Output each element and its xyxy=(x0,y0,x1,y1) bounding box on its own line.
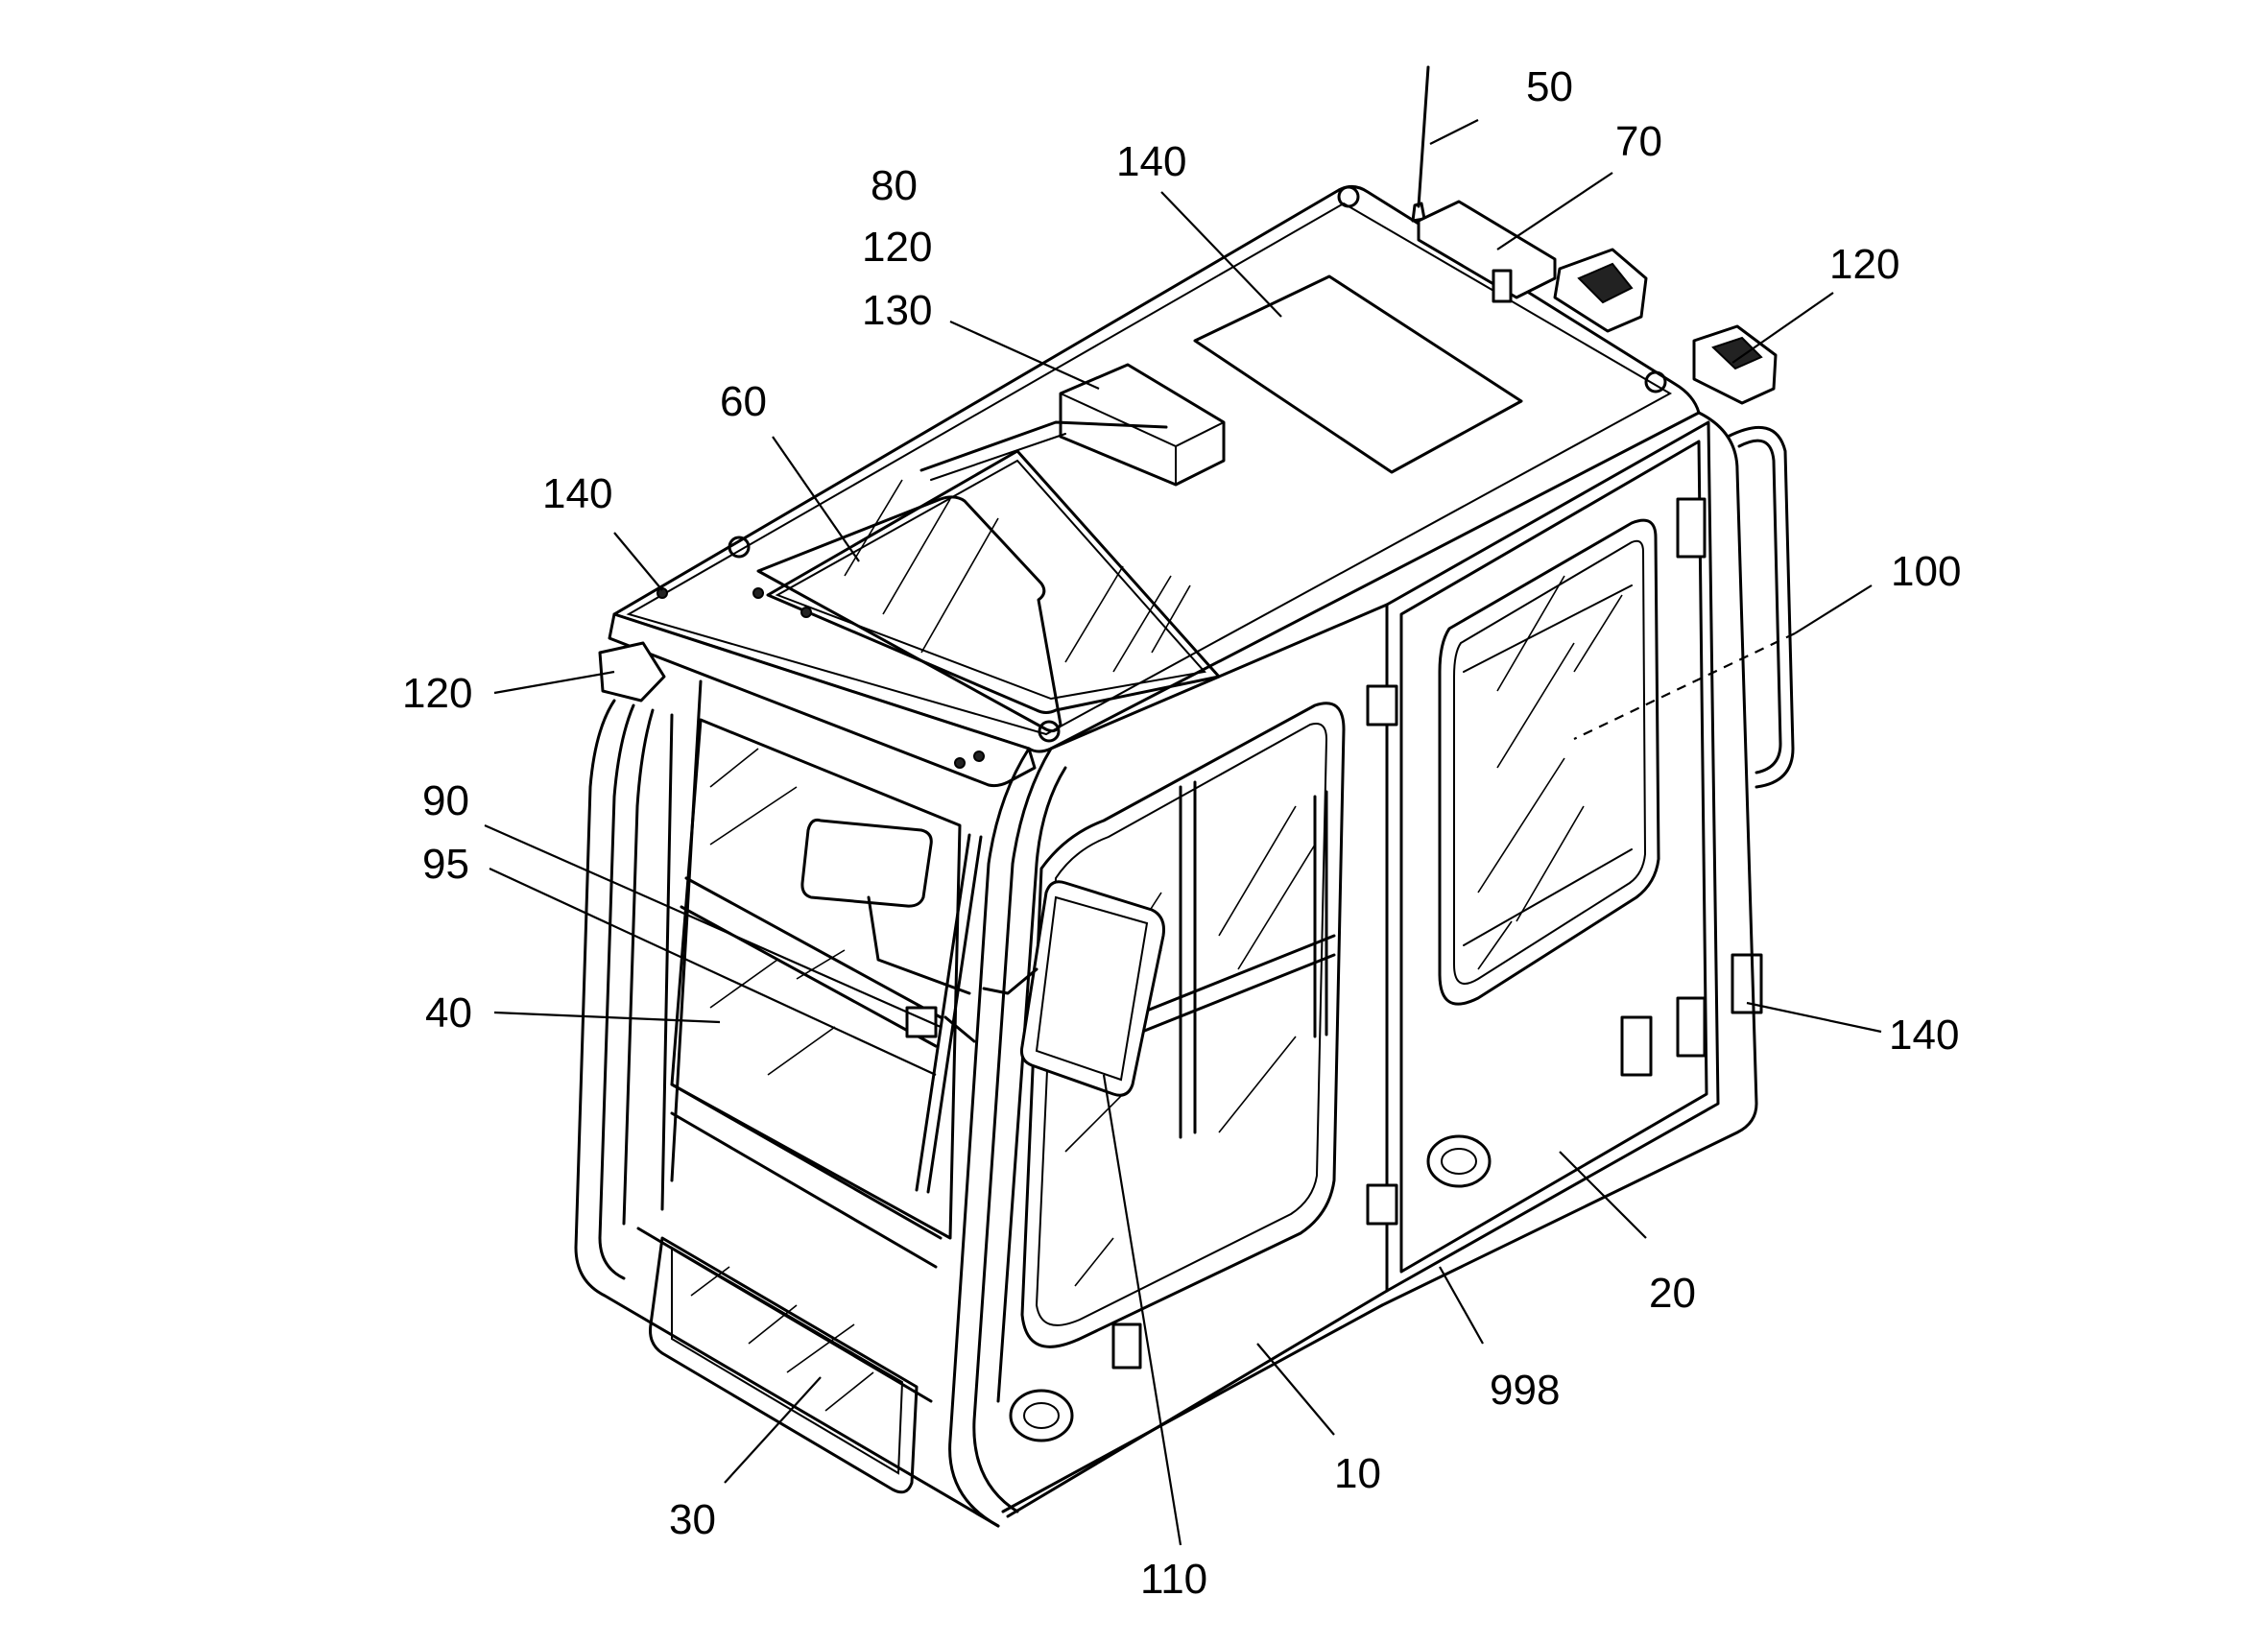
label-100: 100 xyxy=(1891,548,1961,595)
rear-door-window xyxy=(1438,518,1660,1006)
label-90: 90 xyxy=(422,777,469,824)
label-20: 20 xyxy=(1649,1270,1696,1317)
label-130: 130 xyxy=(862,287,932,334)
sunroof-hatching xyxy=(844,479,1191,673)
reference-labels: 50 70 140 80 120 130 120 60 140 100 120 … xyxy=(402,63,1961,1603)
rear-window-hatching xyxy=(1477,575,1623,970)
rear-side-door xyxy=(1385,420,1720,1293)
label-60: 60 xyxy=(720,378,767,425)
label-998: 998 xyxy=(1490,1367,1560,1414)
front-pillar xyxy=(948,747,1031,1528)
label-40: 40 xyxy=(425,989,472,1036)
door-lock-front xyxy=(1009,1389,1074,1442)
lower-front-window xyxy=(649,1236,919,1494)
leader-lines xyxy=(484,119,1882,1546)
front-visor xyxy=(608,612,1037,788)
door-hinge-lower xyxy=(1366,1183,1398,1226)
antenna xyxy=(1417,65,1430,208)
side-mirror xyxy=(1020,880,1165,1097)
door-hinge-upper xyxy=(1366,684,1398,727)
sunroof-glass xyxy=(766,449,1221,714)
accessories xyxy=(598,65,1778,1194)
front-wiper xyxy=(915,833,971,1192)
label-120-a: 120 xyxy=(862,224,932,271)
label-120-left: 120 xyxy=(402,670,472,717)
label-30: 30 xyxy=(669,1496,716,1543)
label-70: 70 xyxy=(1615,118,1662,165)
door-lock-rear xyxy=(1426,1134,1492,1188)
rear-grab-rail xyxy=(1726,425,1795,789)
left-side-panel xyxy=(1006,603,1389,1518)
label-10: 10 xyxy=(1334,1450,1381,1497)
roof-plate xyxy=(1193,274,1523,474)
front-work-light xyxy=(598,641,666,703)
label-140-right: 140 xyxy=(1889,1012,1959,1059)
label-50: 50 xyxy=(1526,63,1573,110)
roof-controller-box xyxy=(1417,200,1557,299)
label-110: 110 xyxy=(1140,1556,1207,1603)
label-140-left: 140 xyxy=(542,470,612,517)
label-80: 80 xyxy=(871,162,918,209)
cab-body xyxy=(574,185,1795,1528)
windscreen-hatching xyxy=(690,748,874,1412)
label-95: 95 xyxy=(422,841,469,888)
windscreen-glass xyxy=(670,718,962,1240)
front-mirror xyxy=(800,819,933,908)
label-120-right: 120 xyxy=(1829,241,1899,288)
label-140-top: 140 xyxy=(1116,138,1186,185)
side-door-window xyxy=(1020,702,1346,1348)
